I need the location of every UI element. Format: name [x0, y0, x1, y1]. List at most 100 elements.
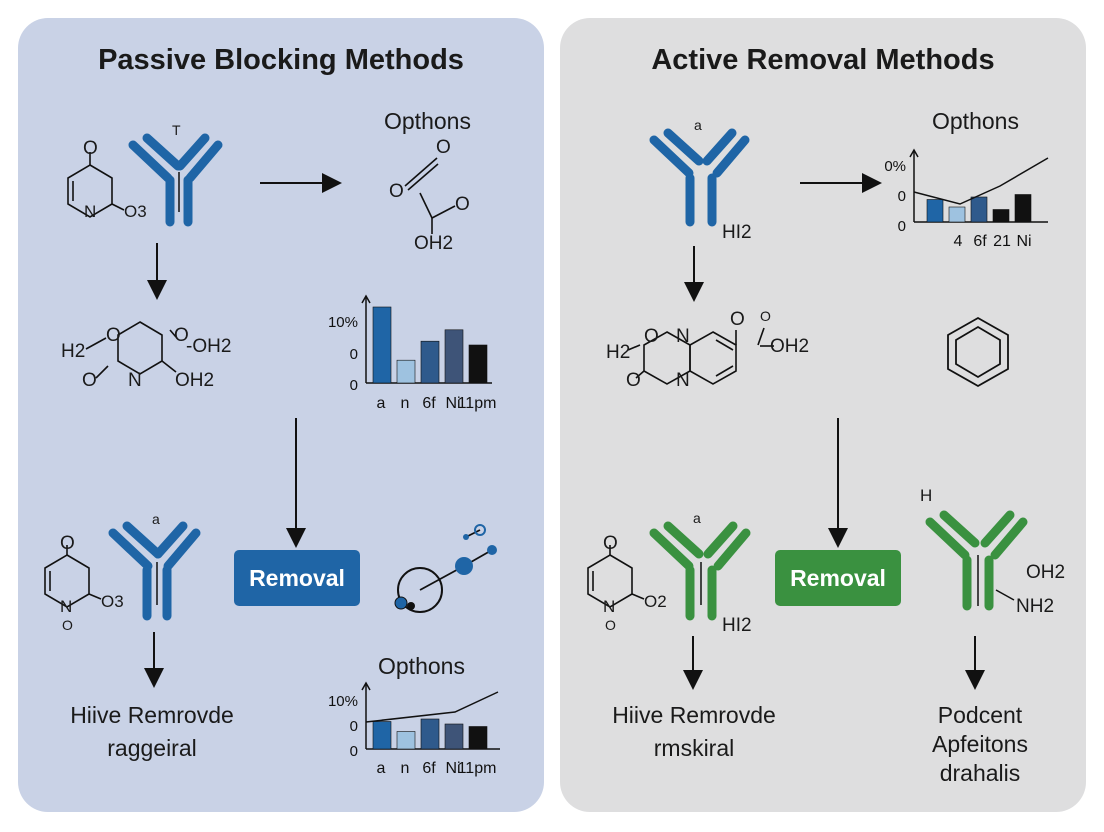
- ring-o3: O: [174, 325, 189, 346]
- left-chart1-x-label-4: 11pm: [458, 395, 497, 412]
- left-chart2-y-tick-2: 0: [350, 743, 358, 760]
- left-chart2-trend-line: [365, 691, 499, 723]
- mol3-o-bottom: O: [62, 617, 73, 633]
- left-chart1-y-tick-1: 0: [350, 346, 358, 363]
- result-right-a-line1: Hiive Remrovde: [612, 702, 776, 728]
- left-chart1-y-tick-2: 0: [350, 377, 358, 394]
- left-chart1-x-label-0: a: [377, 395, 386, 412]
- ring-oh2a: -OH2: [186, 336, 232, 357]
- ring-o2: O: [82, 370, 97, 391]
- result-left-line2: raggeiral: [107, 735, 197, 761]
- right-antibody-bottom-h: HI2: [722, 615, 752, 636]
- right-ring-n2: N: [676, 370, 690, 391]
- left-chart1-bar-4: [468, 344, 488, 384]
- right-ring-n1: N: [676, 326, 690, 347]
- left-chart1-y-arrow: [361, 294, 371, 304]
- right-chart1-y-tick-2: 0: [898, 218, 906, 235]
- left-chart2-bar-0: [372, 721, 392, 750]
- left-chart1-bar-2: [420, 340, 440, 384]
- antibody-green-right: [925, 510, 1028, 611]
- right-chart1-bar-0: [926, 199, 944, 223]
- right-antibody-bottom-label: a: [693, 510, 701, 526]
- right-ring-o2: O: [626, 370, 641, 391]
- left-chart2-x-label-4: 11pm: [458, 760, 497, 777]
- removal-button-right[interactable]: Removal: [775, 550, 901, 606]
- result-right-b-line3: drahalis: [939, 760, 1021, 786]
- antibody-top-label: T: [172, 122, 181, 138]
- right-ring-o1: O: [644, 326, 659, 347]
- right-chart1-bar-2: [970, 196, 988, 223]
- left-chart2-bar-3: [444, 723, 464, 750]
- passive-blocking-panel: [18, 18, 544, 812]
- left-chart1-x-label-1: n: [401, 395, 410, 412]
- right-chart1-y-arrow: [909, 148, 919, 158]
- antibody-green-left: [649, 521, 751, 621]
- left-chart1-y-tick-0: 10%: [328, 314, 358, 331]
- left-chart2-x-label-0: a: [377, 760, 386, 777]
- left-chart2-bar-1: [396, 731, 416, 750]
- left-chart1-bar-0: [372, 306, 392, 384]
- left-chart2-bar-4: [468, 726, 488, 750]
- right-chart1-trend-line: [913, 157, 1049, 205]
- left-chart2-y-tick-0: 10%: [328, 693, 358, 710]
- right-chart1-x-label-1: 6f: [973, 233, 987, 250]
- mol3-n: N: [60, 597, 73, 616]
- right-antibody-top-label: a: [694, 117, 702, 133]
- removal-button-left[interactable]: Removal: [234, 550, 360, 606]
- left-chart1-bar-3: [444, 329, 464, 384]
- mol3-o-top: O: [60, 533, 75, 554]
- result-right-a-line2: rmskiral: [653, 735, 735, 761]
- right-mol-sub: O2: [644, 592, 667, 611]
- left-chart2-x-label-1: n: [401, 760, 410, 777]
- right-ring-o-ketone: O: [730, 309, 745, 330]
- right-antibody-top-h: HI2: [722, 222, 752, 243]
- right-chart1-bar-1: [948, 206, 966, 223]
- mol1-o-top: O: [83, 138, 98, 159]
- left-chart2-y-tick-1: 0: [350, 718, 358, 735]
- mol2-o1: O: [436, 137, 451, 158]
- right-chart1-y-tick-1: 0: [898, 188, 906, 205]
- active-panel-title: Active Removal Methods: [651, 44, 995, 76]
- right-options-label: Opthons: [932, 108, 1019, 134]
- left-chart2-x-label-3: Ni: [445, 760, 460, 777]
- right-oh2: OH2: [1026, 562, 1066, 583]
- right-ring-o-side: O: [760, 308, 771, 324]
- result-right-b-line2: Apfeitons: [932, 731, 1028, 757]
- right-chart1-bar-4: [1014, 194, 1032, 223]
- pyridone-molecule-bottom: [44, 545, 102, 608]
- mol2-o3: O: [455, 194, 470, 215]
- fused-ring-molecule: [627, 327, 774, 385]
- antibody-bottom-label: a: [152, 511, 160, 527]
- right-mol-o-top: O: [603, 533, 618, 554]
- pyridone-molecule-right: [587, 545, 645, 608]
- benzene-ring: [947, 316, 1009, 388]
- result-left-line1: Hiive Remrovde: [70, 702, 234, 728]
- right-chart1-x-label-3: Ni: [1016, 233, 1031, 250]
- antibody-blue-right: [649, 128, 750, 227]
- left-chart2-x-label-2: 6f: [422, 760, 436, 777]
- right-chart1-y-tick-0: 0%: [884, 158, 906, 175]
- active-removal-panel: [560, 18, 1086, 812]
- pyridone-molecule-top: [67, 152, 125, 218]
- right-chart1-x-label-2: 21: [993, 233, 1011, 250]
- right-mol-n: N: [603, 597, 616, 616]
- ring-h2: H2: [61, 341, 86, 362]
- right-h-label: H: [920, 486, 933, 505]
- ring-oh2b: OH2: [175, 370, 215, 391]
- right-ring-oh2: OH2: [770, 336, 810, 357]
- right-ring-h2: H2: [606, 342, 631, 363]
- right-chart1-x-label-0: 4: [954, 233, 963, 250]
- left-chart1-bar-1: [396, 359, 416, 384]
- options-label-bottom: Opthons: [378, 653, 465, 679]
- result-right-b-line1: Podcent: [937, 702, 1023, 728]
- ring-molecule-left: [85, 321, 177, 379]
- ball-stick-molecule: [394, 524, 497, 613]
- mol2-oh2: OH2: [414, 233, 454, 254]
- right-chart1-bar-3: [992, 209, 1010, 223]
- left-chart2-bar-2: [420, 718, 440, 750]
- mol1-sub: O3: [124, 202, 147, 221]
- left-chart1-x-label-2: 6f: [422, 395, 436, 412]
- mol2-o2: O: [389, 181, 404, 202]
